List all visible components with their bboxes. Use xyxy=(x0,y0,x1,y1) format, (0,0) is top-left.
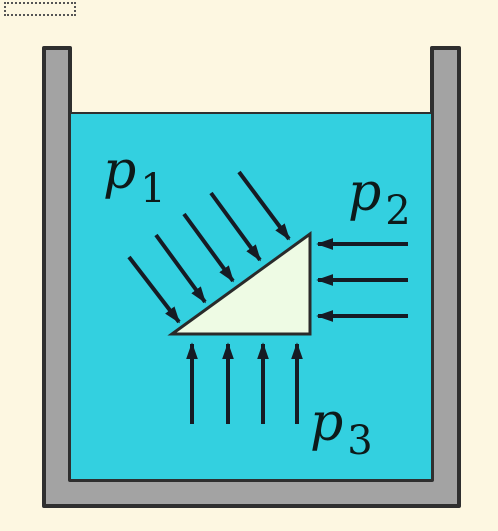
pressure-diagram: p1 p2 p3 xyxy=(0,0,498,531)
diagram-canvas: p1 p2 p3 xyxy=(0,0,498,531)
